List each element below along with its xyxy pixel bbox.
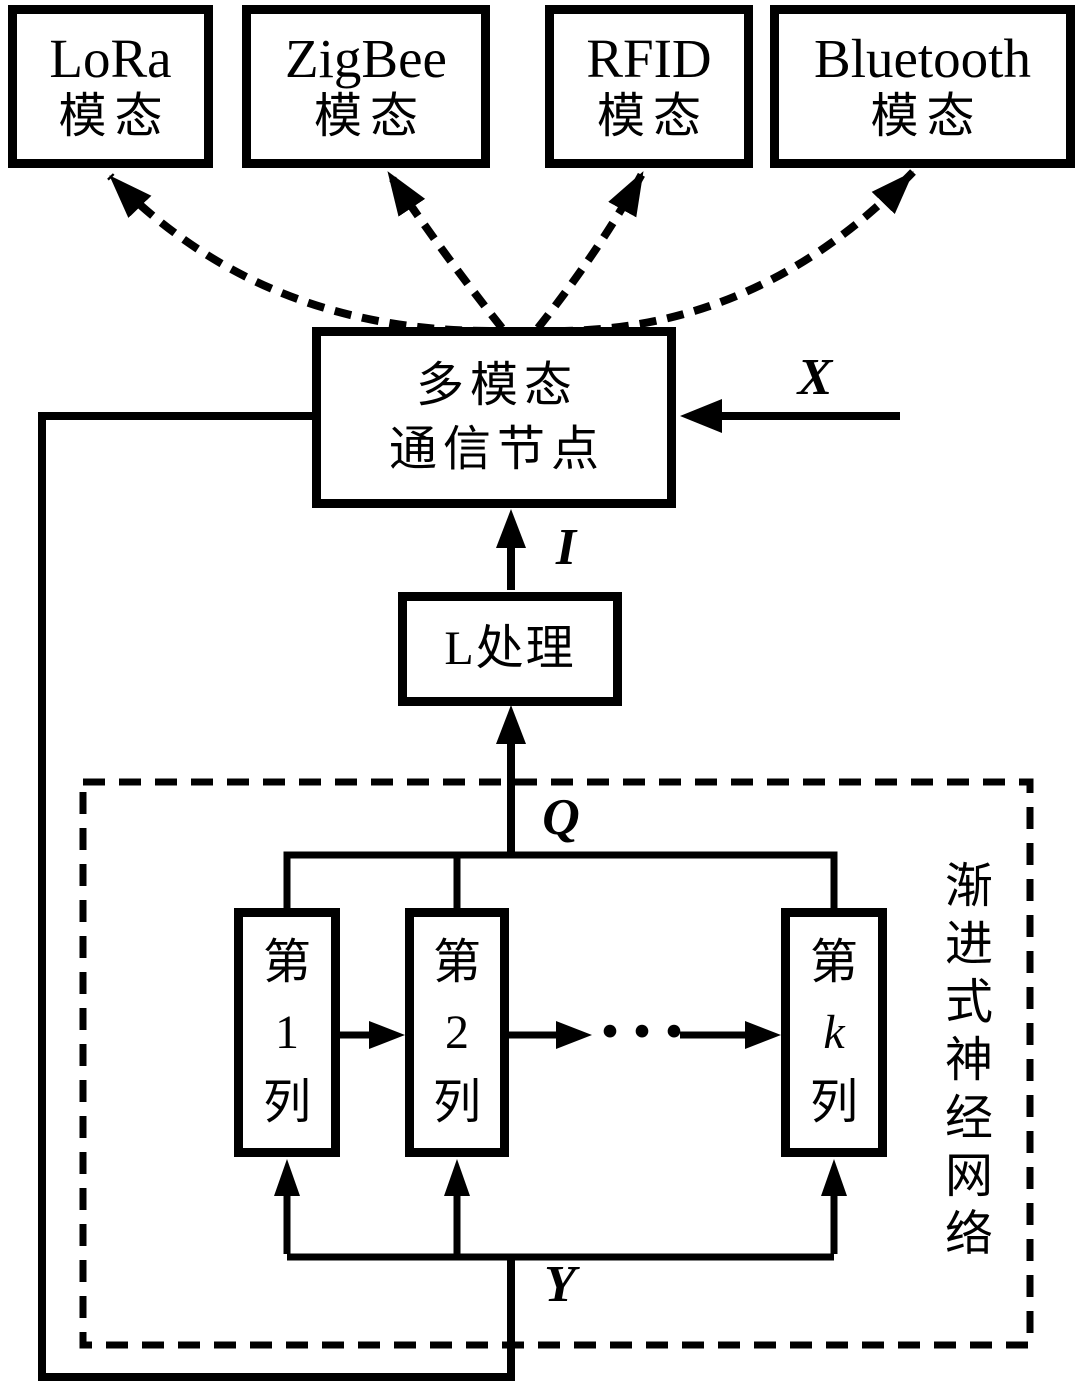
ellipsis-text: ···: [597, 987, 693, 1074]
inter-column-arrows: [340, 1021, 781, 1049]
column-k-prefix: 第: [809, 935, 858, 989]
progressive-nn-label: 渐进式神经网络: [937, 860, 990, 1266]
rfid-modality-box: RFID 模态: [545, 5, 753, 168]
dashed-modality-arrows: [107, 169, 916, 335]
pnn-dashed-border: [79, 778, 1034, 1349]
column-2-suffix: 列: [432, 1075, 481, 1129]
column-k-box: 第 k 列: [781, 908, 887, 1157]
column-2-box: 第 2 列: [405, 908, 509, 1157]
arrow-to-bluetooth: [555, 169, 916, 335]
rfid-modality-type: 模态: [596, 89, 709, 143]
column-top-junction: [283, 851, 838, 912]
signal-x-label: X: [797, 349, 833, 406]
l-processing-label: L处理: [444, 622, 576, 675]
lora-modality-type: 模态: [58, 89, 171, 143]
bluetooth-modality-box: Bluetooth 模态: [770, 5, 1075, 168]
multimodal-node-line1: 多模态: [415, 358, 578, 412]
signal-i-label: I: [555, 519, 577, 576]
feedback-loop-line: [38, 412, 515, 1381]
lora-modality-box: LoRa 模态: [8, 5, 213, 168]
l-processing-box: L处理: [398, 592, 622, 706]
arrow-to-rfid: [534, 170, 647, 331]
bluetooth-modality-name: Bluetooth: [814, 27, 1031, 89]
multimodal-node-box: 多模态 通信节点: [312, 327, 676, 508]
q-arrow: [496, 705, 526, 855]
column-2-prefix: 第: [432, 935, 481, 989]
arrow-to-zigbee: [384, 169, 506, 331]
column-1-box: 第 1 列: [234, 908, 340, 1157]
arrow-to-lora: [107, 173, 491, 335]
multimodal-node-line2: 通信节点: [388, 422, 605, 476]
zigbee-modality-name: ZigBee: [285, 27, 447, 89]
bluetooth-modality-type: 模态: [870, 89, 983, 143]
y-feedback-arrows: [274, 1159, 847, 1261]
column-2-index: 2: [445, 1005, 469, 1059]
rfid-modality-name: RFID: [586, 27, 712, 89]
zigbee-modality-type: 模态: [313, 89, 426, 143]
zigbee-modality-box: ZigBee 模态: [242, 5, 490, 168]
signal-q-label: Q: [542, 789, 580, 846]
column-k-index: k: [823, 1005, 845, 1059]
column-k-suffix: 列: [809, 1075, 858, 1129]
lora-modality-name: LoRa: [49, 27, 172, 89]
column-1-index: 1: [275, 1005, 299, 1059]
column-1-suffix: 列: [262, 1075, 311, 1129]
i-arrow: [496, 509, 526, 590]
signal-y-label: Y: [544, 1256, 576, 1313]
x-input-arrow: [680, 399, 900, 433]
column-1-prefix: 第: [262, 935, 311, 989]
